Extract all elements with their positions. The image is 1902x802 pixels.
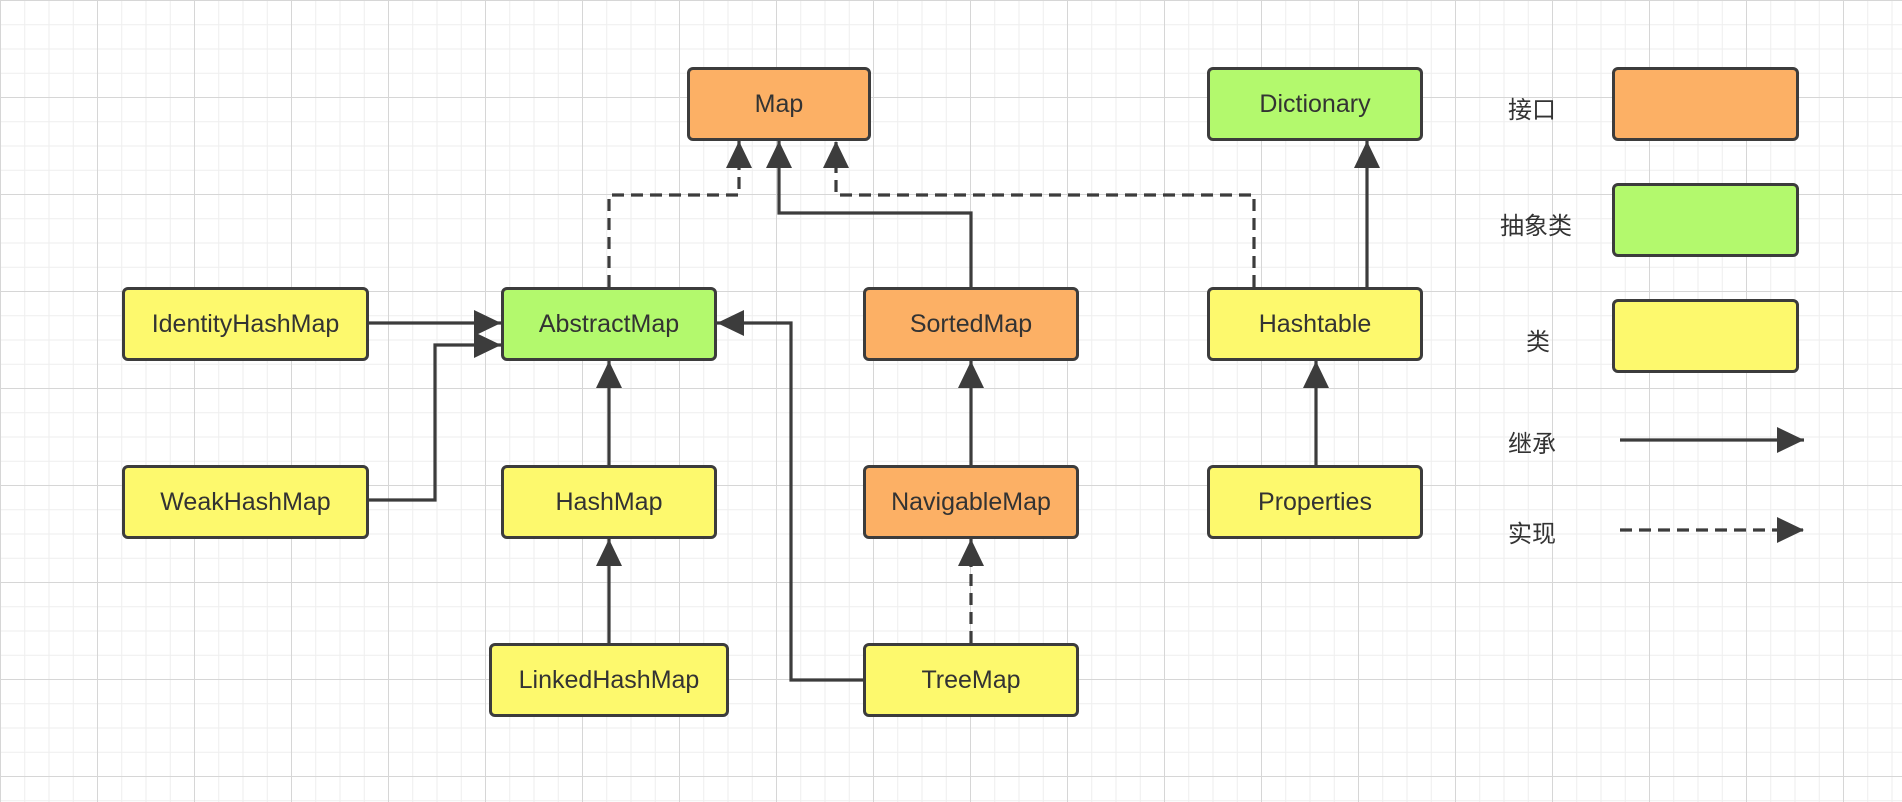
edge-treemap-to-navigablemap-arrowhead <box>958 539 984 566</box>
edge-properties-to-hashtable-arrowhead <box>1303 361 1329 388</box>
node-treemap[interactable]: TreeMap <box>863 643 1079 717</box>
legend-interface-swatch <box>1612 67 1799 141</box>
legend-interface-label: 接口 <box>1508 96 1556 124</box>
legend-class-swatch <box>1612 299 1799 373</box>
legend-abstract-swatch <box>1612 183 1799 257</box>
node-abstractmap[interactable]: AbstractMap <box>501 287 717 361</box>
edge-treemap-to-abstractmap-arrowhead <box>717 310 744 336</box>
node-sortedmap[interactable]: SortedMap <box>863 287 1079 361</box>
edge-linkedhashmap-to-hashmap-arrowhead <box>596 539 622 566</box>
legend-inherit-label: 继承 <box>1508 430 1556 458</box>
edge-sortedmap-to-map <box>777 141 973 287</box>
node-hashtable[interactable]: Hashtable <box>1207 287 1423 361</box>
edge-identityhashmap-to-abstractmap-arrowhead <box>474 310 501 336</box>
edge-sortedmap-to-map-arrowhead <box>766 141 792 168</box>
node-weakhashmap[interactable]: WeakHashMap <box>122 465 369 539</box>
legend-class-label: 类 <box>1526 328 1550 356</box>
legend-abstract-label: 抽象类 <box>1500 212 1572 240</box>
edge-group <box>369 141 1380 682</box>
edge-hashtable-to-dictionary-arrowhead <box>1354 141 1380 168</box>
edge-hashtable-to-map-arrowhead <box>823 141 849 168</box>
legend-inherit-line-arrowhead <box>1777 427 1804 453</box>
edge-navigablemap-to-sortedmap-arrowhead <box>958 361 984 388</box>
node-map[interactable]: Map <box>687 67 871 141</box>
edge-abstractmap-to-map <box>607 141 741 287</box>
edge-treemap-to-abstractmap <box>717 321 863 682</box>
edge-weakhashmap-to-abstractmap <box>369 343 501 502</box>
node-navigablemap[interactable]: NavigableMap <box>863 465 1079 539</box>
legend-implement-label: 实现 <box>1508 520 1556 548</box>
legend-implement-line-arrowhead <box>1777 517 1804 543</box>
edge-abstractmap-to-map-arrowhead <box>726 141 752 168</box>
node-identityhashmap[interactable]: IdentityHashMap <box>122 287 369 361</box>
edge-hashmap-to-abstractmap-arrowhead <box>596 361 622 388</box>
edge-weakhashmap-to-abstractmap-arrowhead <box>474 332 501 358</box>
legend-line-group <box>1620 427 1804 543</box>
node-dictionary[interactable]: Dictionary <box>1207 67 1423 141</box>
node-properties[interactable]: Properties <box>1207 465 1423 539</box>
node-linkedhashmap[interactable]: LinkedHashMap <box>489 643 729 717</box>
node-hashmap[interactable]: HashMap <box>501 465 717 539</box>
